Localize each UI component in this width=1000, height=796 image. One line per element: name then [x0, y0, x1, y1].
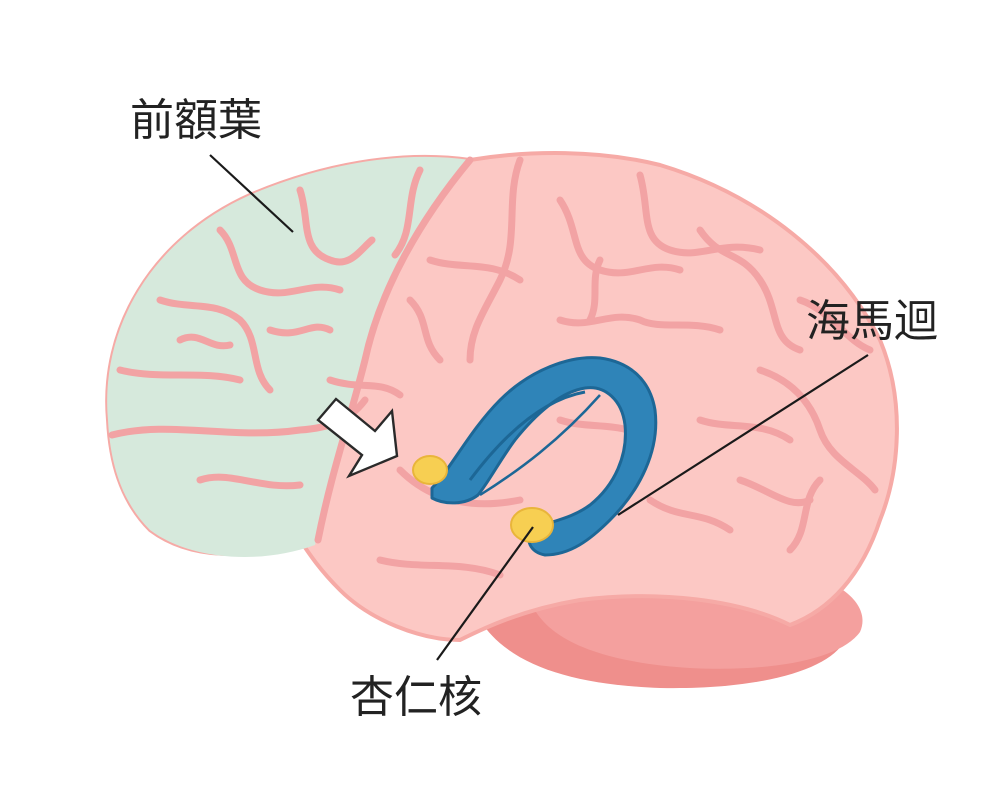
- hippocampus-inner-arc: [468, 390, 586, 481]
- leader-hippocampus: [617, 354, 869, 516]
- leader-amygdala: [436, 526, 534, 661]
- label-amygdala: 杏仁核: [350, 672, 482, 723]
- leader-lines: [209, 154, 869, 661]
- amygdala: [412, 455, 554, 543]
- label-frontal-lobe: 前額葉: [130, 95, 262, 146]
- hippocampus-fold: [479, 394, 601, 497]
- label-hippocampus: 海馬迴: [806, 296, 938, 347]
- sulci: [108, 156, 879, 579]
- leader-frontal-lobe: [209, 154, 294, 233]
- amygdala-nucleus-lower: [510, 507, 554, 543]
- frontal-lobe-region: [107, 156, 470, 557]
- arrow-pointer-icon: [316, 397, 399, 479]
- amygdala-nucleus-upper: [412, 455, 448, 485]
